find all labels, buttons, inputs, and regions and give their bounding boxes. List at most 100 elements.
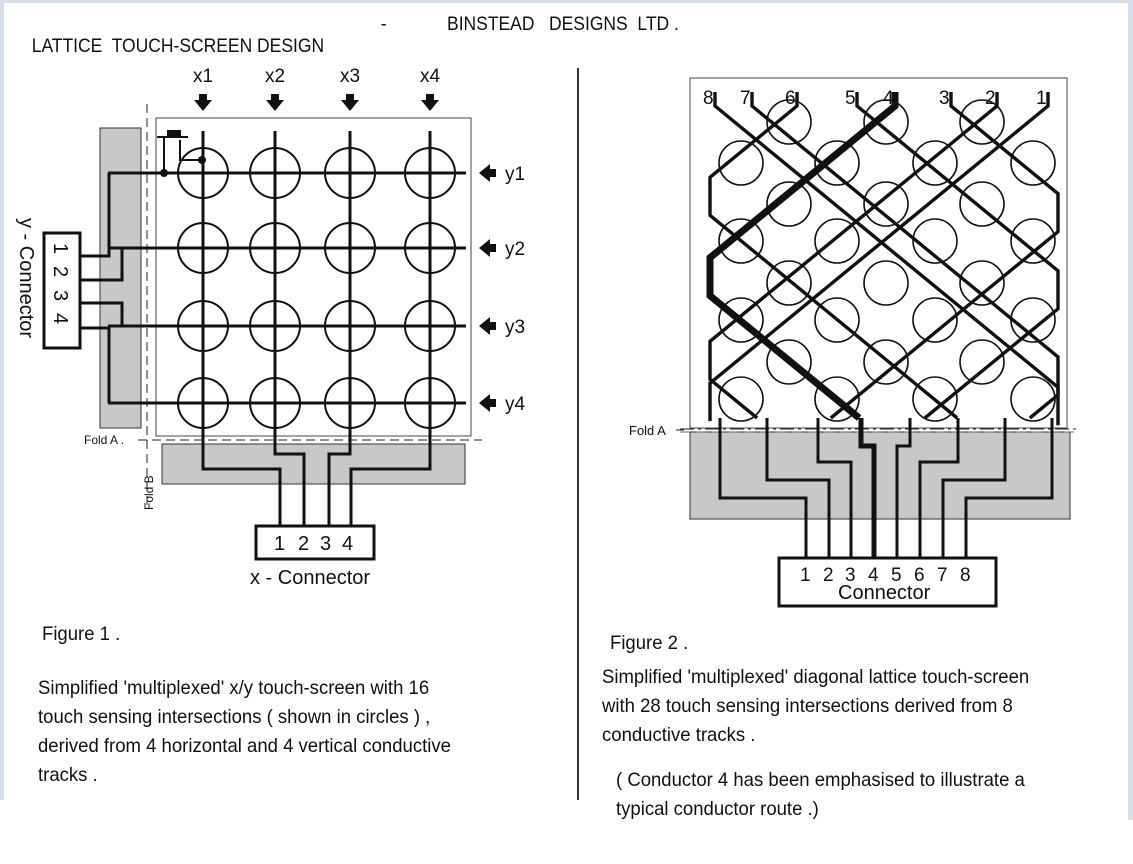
down-arrow-icon <box>194 94 212 111</box>
y-connector-pin: 3 <box>49 290 71 301</box>
title-separator: - <box>380 14 387 35</box>
y-connector-pin: 1 <box>49 243 71 254</box>
touch-intersection-circle <box>912 297 958 343</box>
diagonal-track <box>713 92 1060 426</box>
touch-intersection-circle <box>718 218 764 264</box>
diagonal-track <box>829 92 1060 420</box>
touch-intersection-circle <box>718 140 764 186</box>
tail-track <box>765 418 831 558</box>
y-connector-pin: 4 <box>49 313 71 324</box>
touch-intersection-circle <box>863 339 909 385</box>
caption-line: Simplified 'multiplexed' x/y touch-scree… <box>38 677 430 699</box>
touch-intersection-circle <box>814 297 860 343</box>
tail-track <box>918 418 960 558</box>
x-tail-track <box>201 440 282 526</box>
y-connector-pin: 2 <box>49 266 71 277</box>
left-arrow-icon <box>479 317 496 335</box>
x-connector-label: x - Connector <box>250 567 370 589</box>
touch-intersection-circle <box>814 140 860 186</box>
caption-line: tracks . <box>38 764 98 786</box>
fig2-panel <box>689 77 1068 429</box>
x-tail-track <box>273 440 306 526</box>
down-arrow-icon <box>341 94 359 111</box>
diagonal-track <box>708 92 959 420</box>
figure-divider <box>577 68 579 800</box>
y-track-label: y3 <box>505 317 525 338</box>
tail-track <box>895 418 912 558</box>
track-label: 5 <box>845 88 856 109</box>
diagonal-track <box>708 92 1050 422</box>
caption-line: Simplified 'multiplexed' diagonal lattic… <box>602 666 1030 688</box>
touch-intersection-circle <box>766 99 812 145</box>
figure-1-caption-title: Figure 1 . <box>42 623 121 645</box>
tail-track <box>718 418 808 558</box>
connector-pin: 8 <box>960 565 971 586</box>
touch-intersection-circle <box>863 99 909 145</box>
track-label: 2 <box>985 88 996 109</box>
track-label: 8 <box>703 88 714 109</box>
x-connector-pin: 4 <box>342 533 353 555</box>
touch-intersection-circle <box>766 339 812 385</box>
track-label: 6 <box>785 88 796 109</box>
touch-intersection-circle <box>718 297 764 343</box>
emphasised-conductor-track <box>706 92 899 421</box>
switch-button-icon <box>167 130 181 136</box>
track-label: 4 <box>883 88 894 109</box>
x-track-label: x3 <box>340 66 360 87</box>
touch-intersection-circle <box>959 181 1005 227</box>
tail-track <box>816 418 853 558</box>
x-connector-pin: 3 <box>320 533 331 555</box>
connector-pin: 5 <box>891 565 902 586</box>
y-connector-label: y - Connector <box>15 218 37 338</box>
company-name: BINSTEAD DESIGNS LTD . <box>447 14 679 35</box>
touch-intersection-circle <box>814 218 860 264</box>
x-tail-track <box>349 440 432 526</box>
tail-track <box>941 418 1007 558</box>
figure-2-caption: Simplified 'multiplexed' diagonal lattic… <box>602 663 1115 750</box>
touch-intersection-circle <box>766 181 812 227</box>
connector-pin: 3 <box>845 565 856 586</box>
x-track-label: x2 <box>265 66 285 87</box>
y-tail-track <box>80 301 150 328</box>
touch-intersection-circle <box>912 140 958 186</box>
note-line: typical conductor route .) <box>616 798 819 820</box>
caption-line: derived from 4 horizontal and 4 vertical… <box>38 735 451 757</box>
fig1-panel <box>155 117 472 437</box>
connector-pin: 2 <box>823 565 834 586</box>
title-text: LATTICE TOUCH-SCREEN DESIGN <box>31 36 325 57</box>
x-connector-box <box>254 524 376 561</box>
connector-pin: 6 <box>914 565 925 586</box>
page-title: LATTICE TOUCH-SCREEN DESIGN - BINSTEAD D… <box>22 14 679 102</box>
x-connector-pin: 1 <box>274 533 285 555</box>
touch-intersection-circle <box>863 260 909 306</box>
touch-intersection-circle <box>814 376 860 422</box>
y-tail-track <box>80 173 111 258</box>
page-right-edge <box>1128 0 1133 820</box>
y-connector-box <box>42 231 82 350</box>
figure-2-note: ( Conductor 4 has been emphasised to ill… <box>616 766 1110 824</box>
track-label: 1 <box>1036 88 1047 109</box>
touch-intersection-circle <box>959 339 1005 385</box>
track-label: 7 <box>740 88 751 109</box>
track-label: 3 <box>939 88 950 109</box>
y-tail-track <box>80 246 150 282</box>
left-arrow-icon <box>479 394 496 412</box>
fig2-connector-label: Connector <box>838 582 931 604</box>
touch-intersection-circle <box>1010 140 1056 186</box>
fig2-connector-box <box>777 556 998 608</box>
page-top-edge <box>0 0 1133 3</box>
junction-dot <box>198 156 206 164</box>
touch-intersection-circle <box>959 260 1005 306</box>
touch-intersection-circle <box>863 181 909 227</box>
caption-line: with 28 touch sensing intersections deri… <box>602 695 1013 717</box>
diagonal-track <box>750 92 1060 420</box>
emphasised-tail-track <box>858 418 877 558</box>
y-track-label: y4 <box>505 394 526 415</box>
fig2-flex-tail <box>689 431 1071 520</box>
fold-a-label: Fold A . <box>84 433 124 447</box>
connector-pin: 7 <box>937 565 948 586</box>
tail-track <box>964 418 1054 558</box>
